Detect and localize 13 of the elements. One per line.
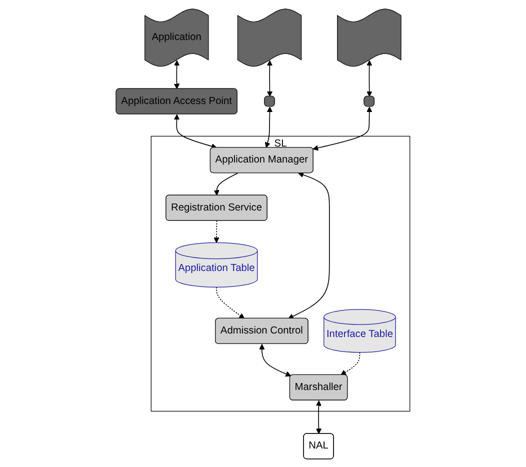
arrow (366, 60, 372, 96)
arrow (214, 172, 238, 196)
arrow (266, 60, 273, 96)
arrow (259, 343, 292, 376)
arrow (174, 114, 217, 148)
arrow (312, 106, 372, 150)
arrow (216, 286, 245, 318)
arrow (264, 106, 273, 148)
arrow (214, 220, 220, 242)
arrow (288, 172, 330, 318)
arrow (174, 60, 180, 89)
arrow (340, 352, 360, 375)
arrow (316, 400, 322, 434)
